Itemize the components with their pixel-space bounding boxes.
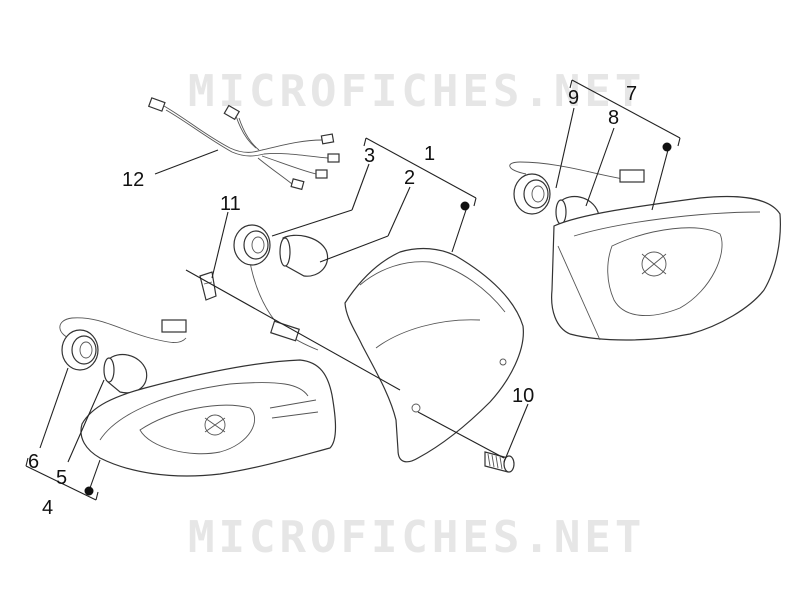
callout-8: 8 [608,107,619,129]
callout-3: 3 [364,145,375,167]
callout-labels: 1 2 3 4 5 6 7 8 9 10 11 12 [28,83,637,519]
callout-10: 10 [512,385,534,407]
left-socket-bulb [59,317,187,394]
callout-1: 1 [424,143,435,165]
bracket-dots [84,142,672,496]
callout-7: 7 [626,83,637,105]
left-tail-light [80,359,337,477]
center-cover [344,247,524,463]
callout-9: 9 [568,87,579,109]
callout-5: 5 [56,467,67,489]
watermark-bottom: MICROFICHES.NET [188,512,646,563]
callout-6: 6 [28,451,39,473]
callout-4: 4 [42,497,53,519]
wiring-harness [147,97,340,191]
callout-11: 11 [220,193,241,215]
callout-12: 12 [122,169,144,191]
screw [484,451,515,473]
watermark-top: MICROFICHES.NET [188,66,646,117]
right-tail-light [551,195,781,341]
center-socket-bulb [233,224,329,351]
leader-lines [25,79,681,501]
callout-2: 2 [404,167,415,189]
clip [199,271,217,301]
